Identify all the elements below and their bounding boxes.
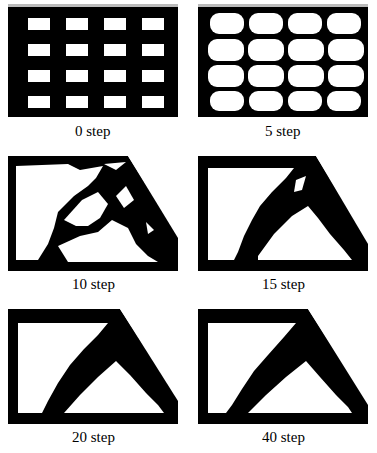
step-caption: 0 step bbox=[73, 122, 112, 140]
panel-step-15 bbox=[198, 156, 370, 271]
panel-step-0 bbox=[8, 4, 178, 117]
panel-step-10 bbox=[8, 156, 180, 271]
step-caption: 10 step bbox=[70, 275, 117, 293]
step-caption: 20 step bbox=[70, 428, 117, 446]
panel-step-5 bbox=[198, 4, 368, 117]
step-caption: 5 step bbox=[263, 122, 302, 140]
panel-step-20 bbox=[8, 309, 180, 424]
step-caption: 15 step bbox=[260, 275, 307, 293]
step-caption: 40 step bbox=[260, 428, 307, 446]
panel-step-40 bbox=[198, 309, 370, 424]
